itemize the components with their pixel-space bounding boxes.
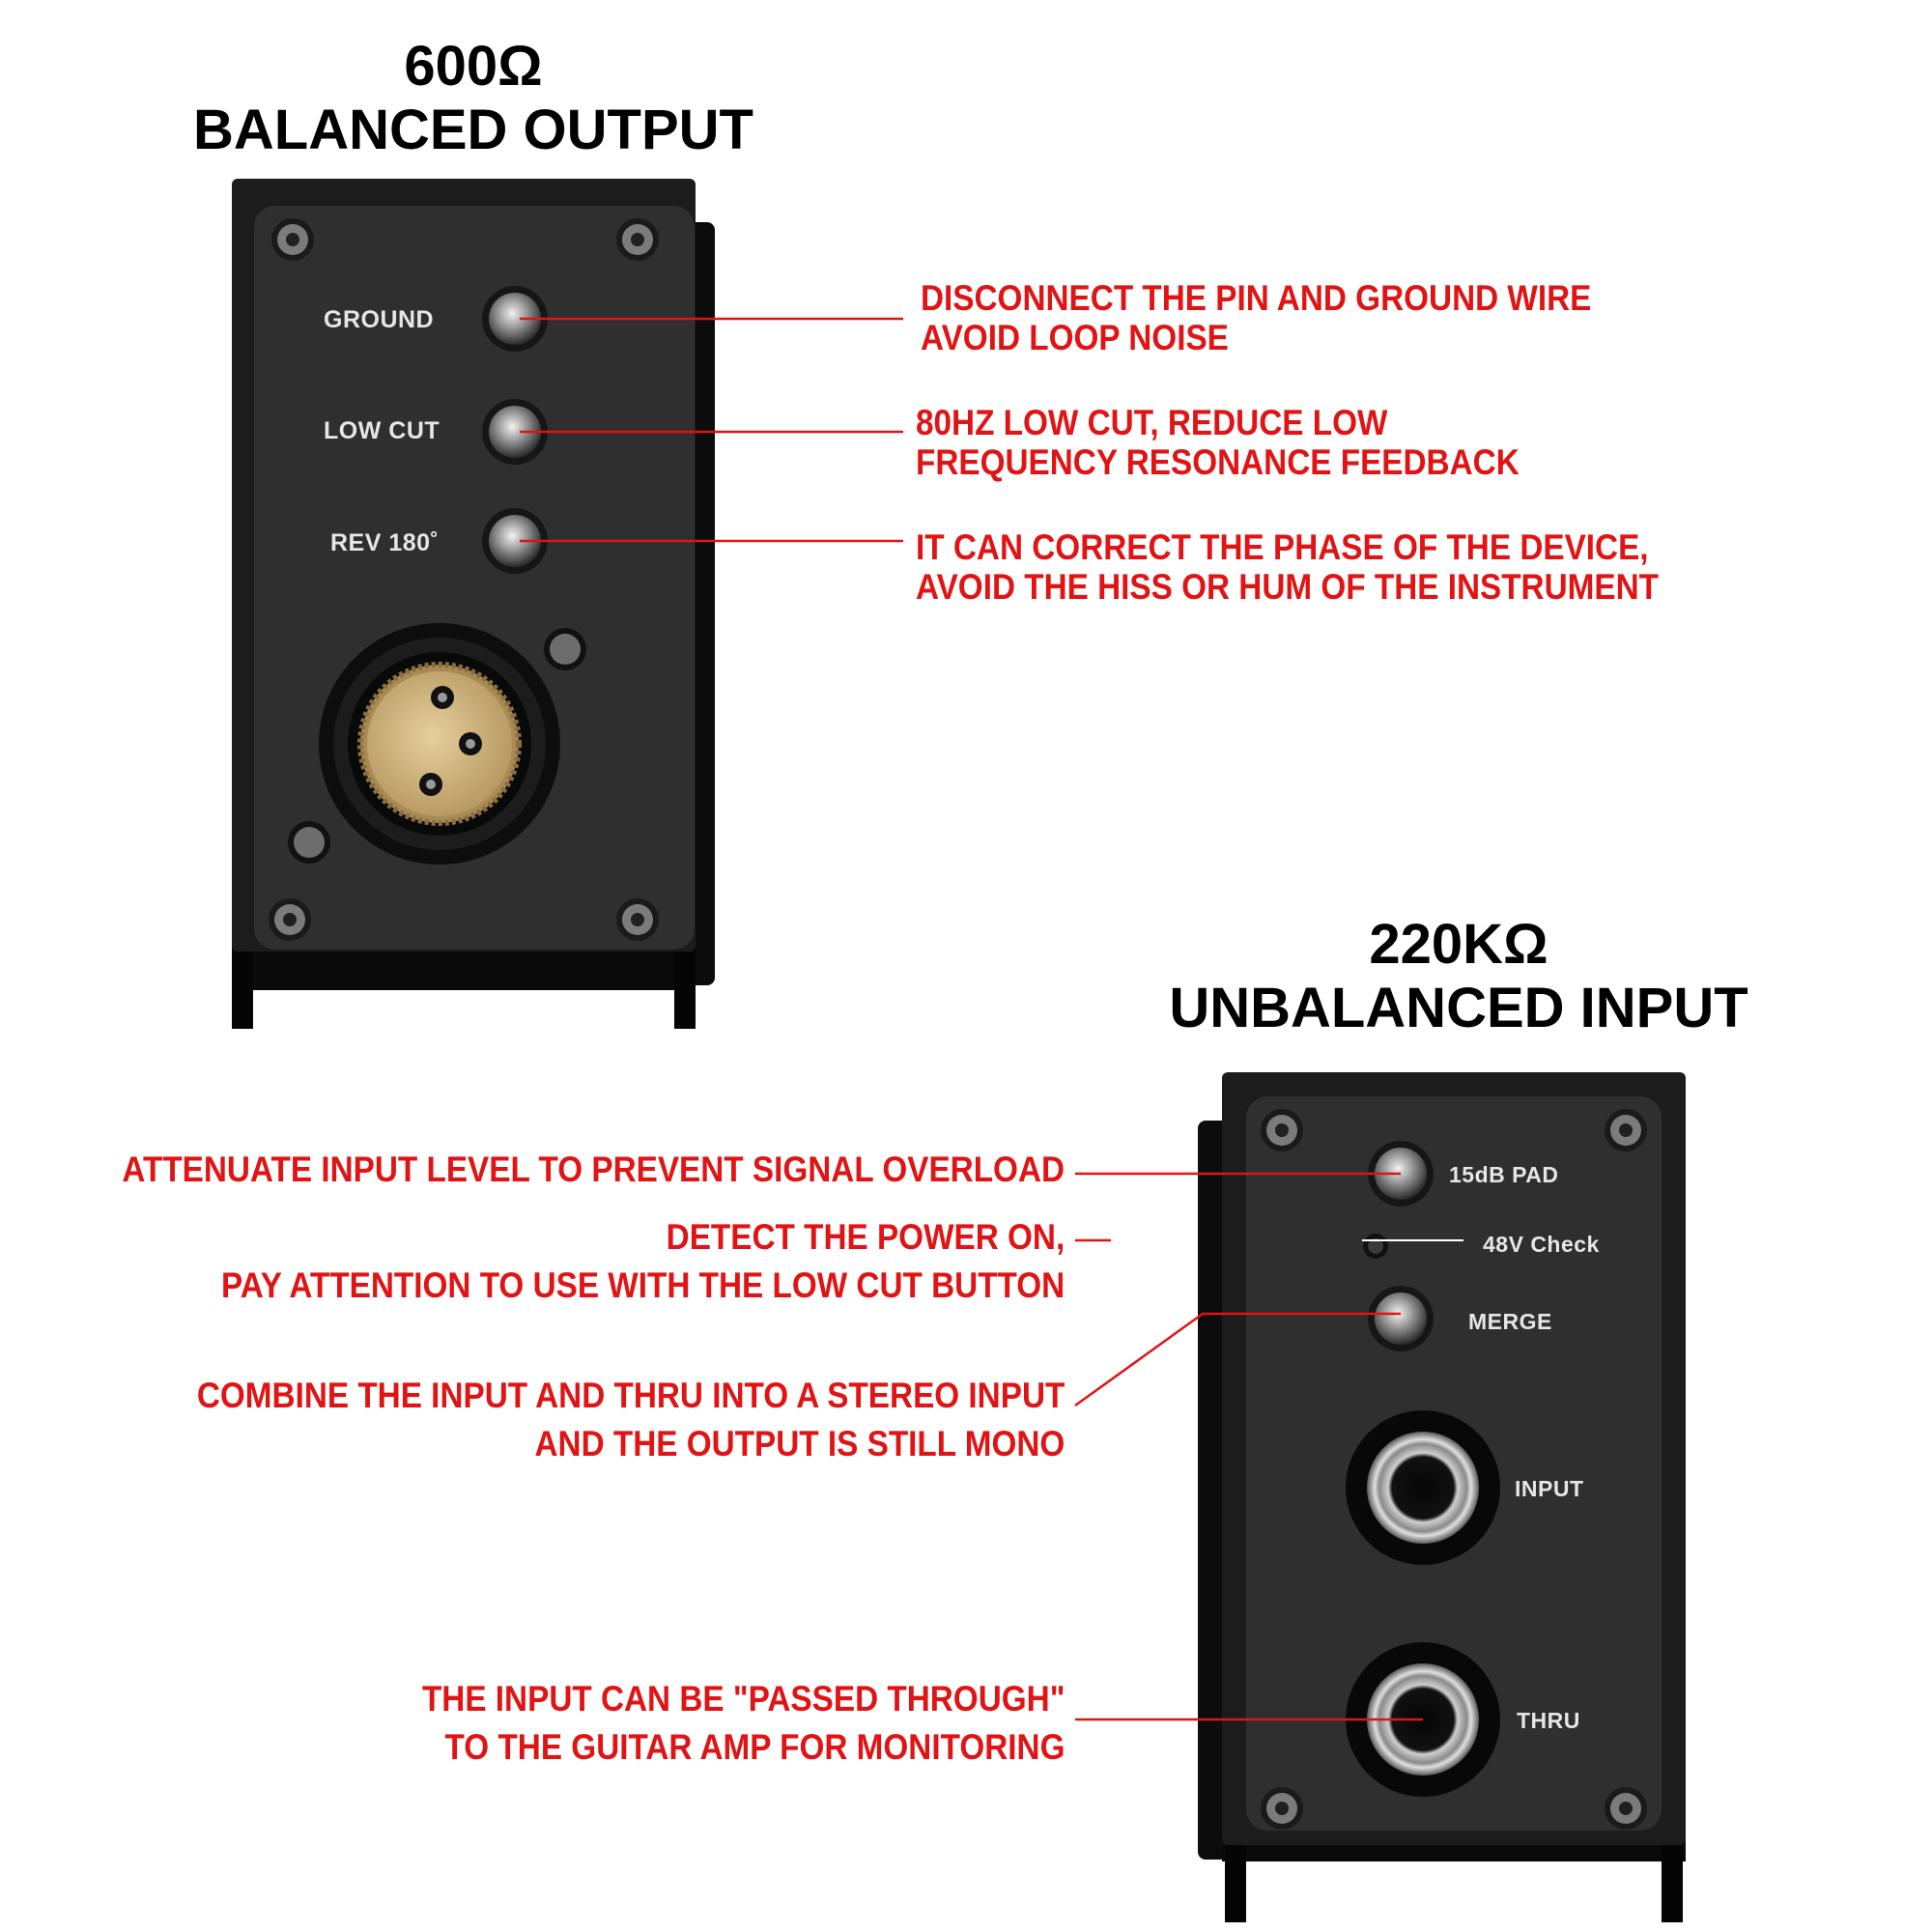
panel-label-pad: 15dB PAD: [1449, 1162, 1559, 1187]
input-screws: [1261, 1109, 1647, 1830]
panel-label-input: INPUT: [1515, 1476, 1584, 1501]
leader-merge: [1074, 1312, 1401, 1407]
output-heading: 600Ω BALANCED OUTPUT: [193, 35, 753, 162]
panel-label-ground: GROUND: [324, 306, 435, 333]
callout-low-cut: 80HZ LOW CUT, REDUCE LOW FREQUENCY RESON…: [916, 403, 1520, 482]
panel-label-merge: MERGE: [1468, 1309, 1552, 1334]
panel-label-low-cut: LOW CUT: [324, 417, 440, 444]
callout-ground-line-2: AVOID LOOP NOISE: [921, 318, 1229, 357]
callout-check: DETECT THE POWER ON, PAY ATTENTION TO US…: [221, 1217, 1065, 1305]
panel-label-check: 48V Check: [1483, 1232, 1600, 1257]
output-impedance: 600Ω: [404, 35, 543, 98]
callout-low-cut-line-1: 80HZ LOW CUT, REDUCE LOW: [916, 403, 1388, 442]
output-buttons: [482, 286, 548, 574]
callout-low-cut-line-2: FREQUENCY RESONANCE FEEDBACK: [916, 442, 1520, 482]
output-title: BALANCED OUTPUT: [193, 99, 753, 161]
callout-merge: COMBINE THE INPUT AND THRU INTO A STEREO…: [196, 1376, 1065, 1463]
input-impedance: 220KΩ: [1369, 913, 1548, 976]
callout-rev: IT CAN CORRECT THE PHASE OF THE DEVICE, …: [916, 527, 1659, 607]
output-screws: [269, 218, 659, 941]
callout-merge-line-2: AND THE OUTPUT IS STILL MONO: [534, 1424, 1065, 1463]
panel-label-thru: THRU: [1517, 1708, 1580, 1733]
callout-check-line-2: PAY ATTENTION TO USE WITH THE LOW CUT BU…: [220, 1265, 1065, 1305]
input-title: UNBALANCED INPUT: [1169, 977, 1748, 1039]
callout-check-line-1: DETECT THE POWER ON,: [666, 1217, 1065, 1257]
callout-thru: THE INPUT CAN BE "PASSED THROUGH" TO THE…: [421, 1679, 1065, 1767]
callout-thru-line-1: THE INPUT CAN BE "PASSED THROUGH": [421, 1679, 1065, 1719]
callout-thru-line-2: TO THE GUITAR AMP FOR MONITORING: [444, 1727, 1065, 1767]
callout-merge-line-1: COMBINE THE INPUT AND THRU INTO A STEREO…: [196, 1376, 1065, 1415]
callout-ground: DISCONNECT THE PIN AND GROUND WIRE AVOID…: [921, 278, 1591, 357]
callout-pad: ATTENUATE INPUT LEVEL TO PREVENT SIGNAL …: [122, 1150, 1065, 1189]
panel-label-rev: REV 180˚: [330, 529, 440, 556]
callout-pad-line-1: ATTENUATE INPUT LEVEL TO PREVENT SIGNAL …: [122, 1150, 1065, 1189]
input-heading: 220KΩ UNBALANCED INPUT: [1150, 913, 1768, 1040]
callout-ground-line-1: DISCONNECT THE PIN AND GROUND WIRE: [921, 278, 1592, 318]
xlr-connector: [288, 623, 586, 865]
callout-rev-line-2: AVOID THE HISS OR HUM OF THE INSTRUMENT: [916, 567, 1659, 607]
callout-rev-line-1: IT CAN CORRECT THE PHASE OF THE DEVICE,: [916, 527, 1649, 567]
